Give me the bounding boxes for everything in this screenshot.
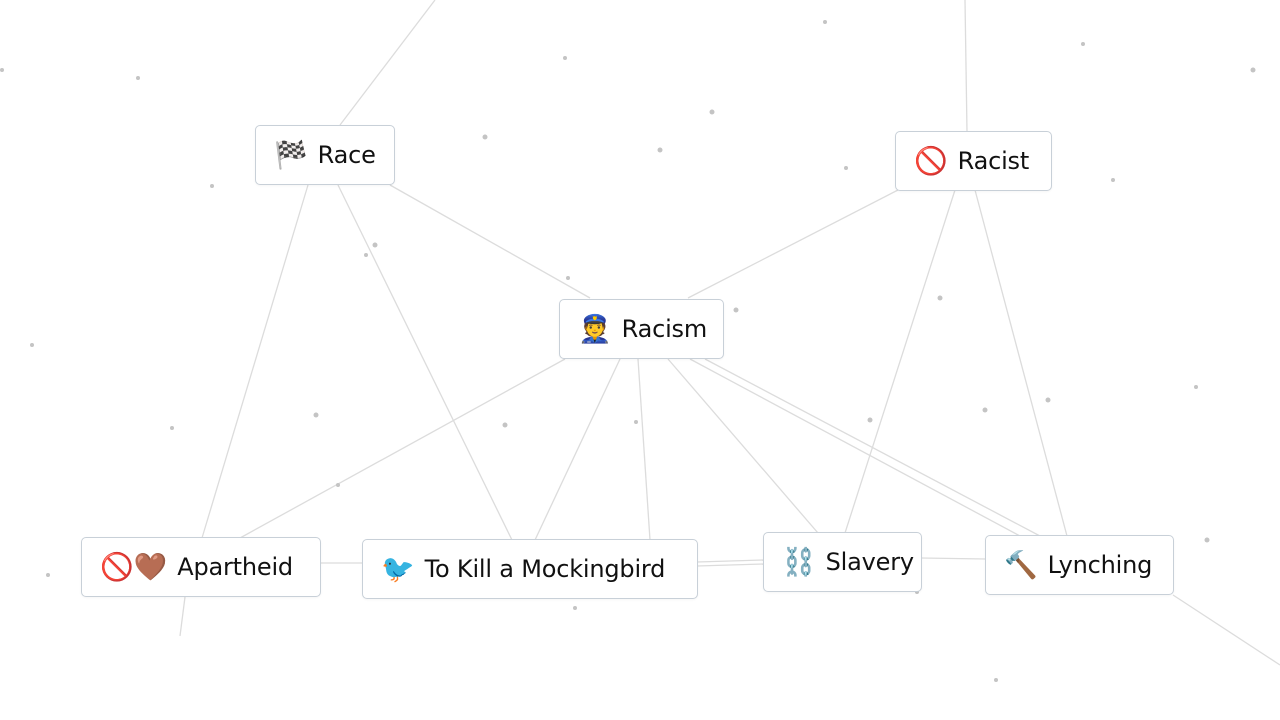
chains-icon: ⛓️ <box>782 546 816 578</box>
connector-line <box>201 184 309 539</box>
canvas-dot <box>937 295 943 301</box>
element-label: Race <box>317 141 376 169</box>
connector-line <box>239 358 566 539</box>
element-label: To Kill a Mockingbird <box>424 555 666 583</box>
canvas-dot <box>482 134 488 140</box>
canvas-dot <box>709 109 715 115</box>
canvas-dot <box>1250 67 1256 73</box>
element-label: Apartheid <box>177 553 293 581</box>
canvas-dot <box>634 420 638 424</box>
canvas-dot <box>657 147 663 153</box>
canvas-dot <box>313 412 319 418</box>
canvas-dot <box>823 20 827 24</box>
canvas-dot <box>982 407 988 413</box>
canvas-dot <box>372 242 378 248</box>
element-label: Lynching <box>1047 551 1153 579</box>
connector-line <box>637 358 651 541</box>
canvas-dot <box>1194 385 1198 389</box>
canvas-dot <box>844 166 848 170</box>
canvas-dot <box>210 184 214 188</box>
canvas-dot <box>867 417 873 423</box>
canvas-dot <box>46 573 50 577</box>
canvas-dot <box>30 343 34 347</box>
connector-line <box>179 596 186 637</box>
canvas-dot <box>1111 178 1115 182</box>
element-label: Racism <box>621 315 708 343</box>
connector-line <box>920 557 987 560</box>
connector-line <box>339 0 436 126</box>
element-race[interactable]: 🏁 Race <box>255 125 395 185</box>
connector-line <box>964 0 968 133</box>
canvas-dot <box>136 76 140 80</box>
connector-line <box>337 184 513 541</box>
connector-line <box>704 358 1041 537</box>
canvas-dot <box>994 678 998 682</box>
connector-line <box>1172 594 1280 666</box>
connector-line <box>696 563 764 567</box>
element-apartheid[interactable]: 🚫🤎 Apartheid <box>81 537 321 597</box>
police-officer-icon: 👮 <box>578 313 612 345</box>
checkered-flag-icon: 🏁 <box>274 139 308 171</box>
canvas-dot <box>502 422 508 428</box>
element-to-kill-a-mockingbird[interactable]: 🐦 To Kill a Mockingbird <box>362 539 698 599</box>
element-slavery[interactable]: ⛓️ Slavery <box>763 532 922 592</box>
connector-line <box>667 358 819 534</box>
connector-line <box>687 189 899 299</box>
canvas-dot <box>1204 537 1210 543</box>
canvas-dot <box>563 56 567 60</box>
canvas-dot <box>0 68 4 72</box>
element-racism[interactable]: 👮 Racism <box>559 299 724 359</box>
element-label: Slavery <box>825 548 914 576</box>
element-label: Racist <box>957 147 1030 175</box>
canvas-dot <box>1045 397 1051 403</box>
connector-line <box>389 184 591 299</box>
element-racist[interactable]: 🚫 Racist <box>895 131 1052 191</box>
connector-line <box>696 559 764 563</box>
canvas-dot <box>733 307 739 313</box>
connector-line <box>974 189 1068 537</box>
prohibited-brown-heart-icon: 🚫🤎 <box>100 551 168 583</box>
canvas-dot <box>336 483 340 487</box>
canvas-dot <box>364 253 368 257</box>
canvas-dot <box>573 606 577 610</box>
canvas-dot <box>170 426 174 430</box>
canvas-dot <box>566 276 570 280</box>
connector-line <box>689 358 1021 537</box>
hammer-icon: 🔨 <box>1004 549 1038 581</box>
connector-line <box>844 189 956 534</box>
canvas-dot <box>1081 42 1085 46</box>
element-lynching[interactable]: 🔨 Lynching <box>985 535 1174 595</box>
prohibited-icon: 🚫 <box>914 145 948 177</box>
red-bird-icon: 🐦 <box>381 553 415 585</box>
connector-line <box>534 358 621 541</box>
